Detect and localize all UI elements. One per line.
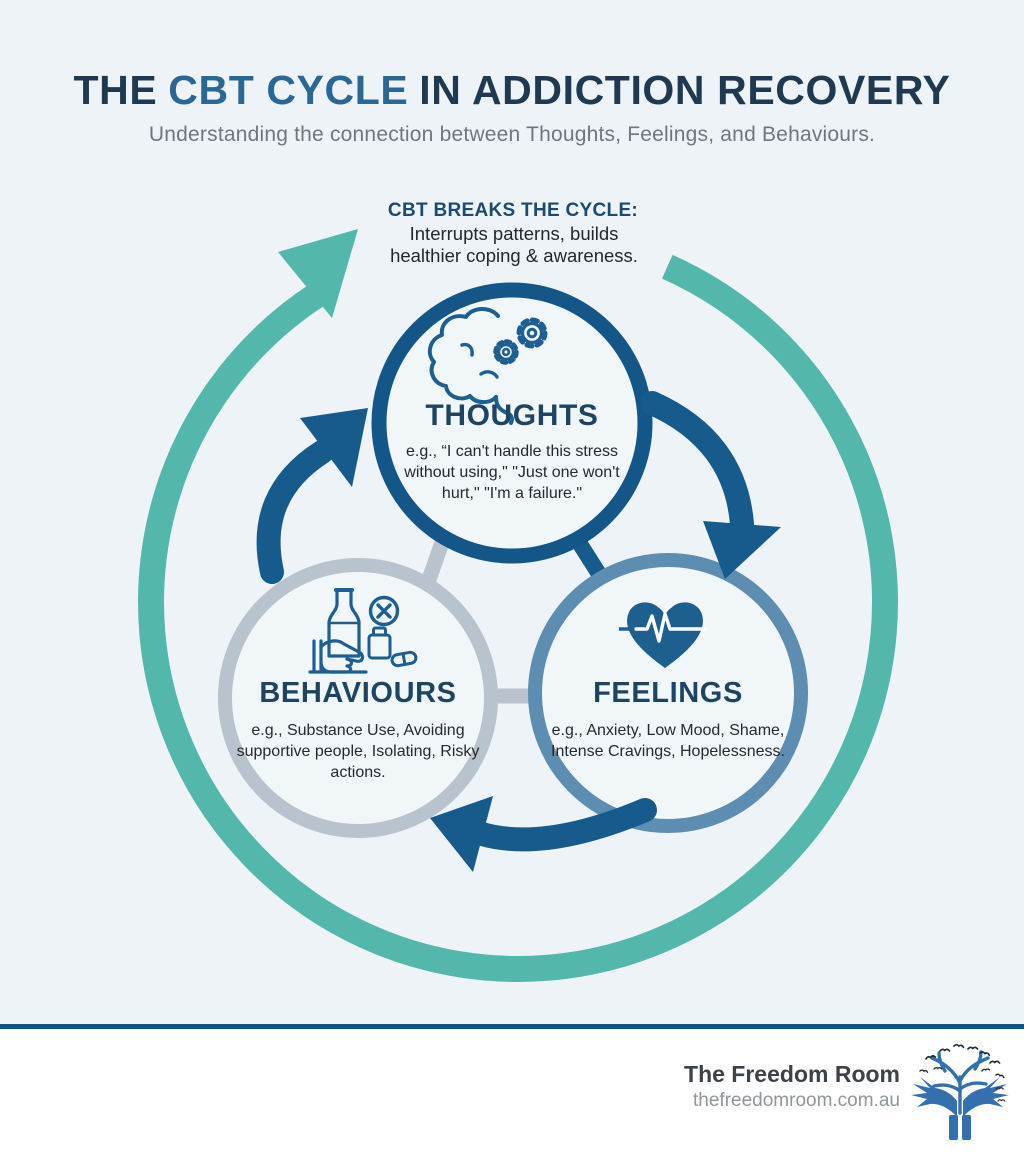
hands (911, 1077, 1009, 1140)
callout-heading: CBT BREAKS THE CYCLE: (387, 200, 639, 221)
brand-block: The Freedom Room thefreedomroom.com.au (684, 1061, 900, 1112)
thoughts-label: THOUGHTS (425, 399, 599, 432)
brand-name: The Freedom Room (684, 1061, 900, 1087)
gear-large-icon (516, 317, 548, 349)
heart-pulse-icon (619, 602, 708, 668)
brain-gears-icon (427, 307, 548, 425)
title-accent: CBT CYCLE (168, 67, 409, 113)
arrow-body (256, 440, 334, 584)
ekg-line (634, 612, 708, 643)
title-pre: THE (73, 67, 158, 113)
hands-tree-birds-logo (911, 1043, 1009, 1140)
arrow-body (470, 798, 657, 852)
hand-icon (308, 639, 368, 674)
gear-small-icon (493, 339, 519, 365)
feelings-examples: e.g., Anxiety, Low Mood, Shame, Intense … (551, 722, 785, 761)
outer-cycle-arc (138, 254, 898, 982)
subtitle: Understanding the connection between Tho… (148, 123, 876, 147)
arrow-behaviours-to-thoughts (256, 408, 368, 584)
title-post: IN ADDICTION RECOVERY (419, 67, 951, 113)
callout-body: Interrupts patterns, builds healthier co… (390, 223, 638, 267)
behaviours-label: BEHAVIOURS (259, 677, 457, 709)
birds (919, 1043, 1006, 1102)
footer-divider (0, 1024, 1024, 1029)
feelings-circle (528, 553, 808, 833)
no-symbol-icon (368, 595, 400, 627)
pill-capsule-icon (390, 650, 418, 668)
arrow-body (640, 391, 754, 536)
arrowhead-icon (703, 521, 781, 579)
outer-cycle-ring (138, 229, 898, 982)
arrowhead-icon (300, 408, 368, 487)
outer-cycle-arrowhead-icon (278, 229, 358, 318)
arrow-thoughts-to-feelings (640, 391, 781, 579)
thoughts-examples: e.g., “I can't handle this stress withou… (404, 443, 620, 503)
cbt-cycle-diagram (138, 229, 898, 982)
substance-refusal-icon (308, 588, 418, 674)
footer: The Freedom Room thefreedomroom.com.au (0, 1029, 1024, 1154)
brand-website: thefreedomroom.com.au (693, 1090, 900, 1111)
arrowhead-icon (430, 796, 493, 872)
behaviours-examples: e.g., Substance Use, Avoiding supportive… (236, 722, 480, 782)
arrow-feelings-to-behaviours (430, 796, 657, 872)
feelings-label: FEELINGS (593, 677, 743, 709)
behaviours-circle (218, 558, 498, 838)
pill-bottle-icon (367, 626, 392, 660)
